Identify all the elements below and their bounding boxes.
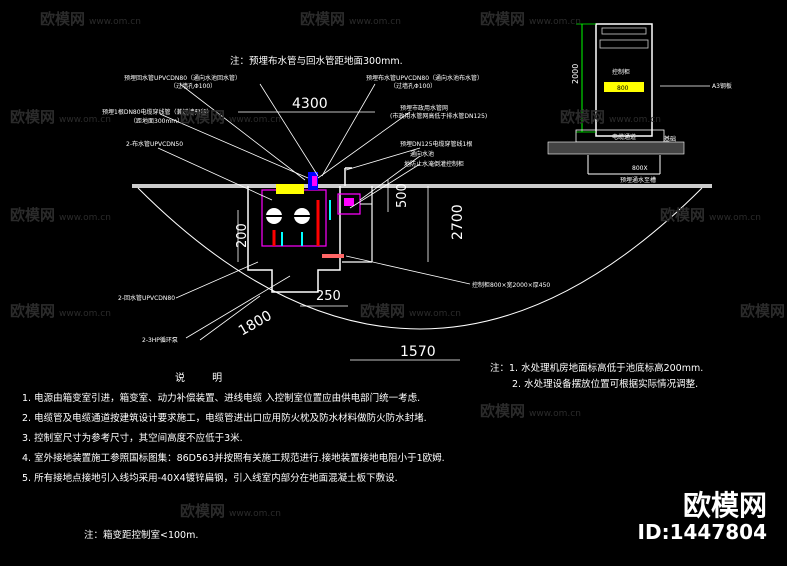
brand-id: ID:1447804 (637, 520, 767, 544)
label-pool-note: 地防止水淹倒灌控制柜 (404, 160, 464, 168)
filter-box (276, 184, 304, 194)
dim-500: 500 (395, 183, 410, 208)
label-conduit: 预埋1根DN80电缆穿线管（兼过墙预留） (102, 108, 213, 116)
right-note-1: 注：1. 水处理机房地面标高低于池底标高200mm. (490, 363, 704, 374)
cabinet-nameplate (604, 82, 644, 92)
valve-magenta (312, 176, 317, 186)
label-supply-pipe: 预埋布水管UPVCDN80（通向水池布水管） (366, 74, 483, 82)
dim-1570: 1570 (400, 344, 436, 360)
dim-2700: 2700 (450, 204, 466, 240)
label-base-size: 800X (632, 165, 648, 172)
label-outlet-pipes: 2-回水管UPVCDN80 (118, 294, 175, 302)
label-cable-conduit: 预埋DN125电缆穿管线1根 (400, 140, 472, 148)
explanation-title: 说 明 (175, 373, 235, 384)
label-cabinet-size: 控制柜800×宽2000×厚450 (472, 281, 550, 289)
explanation-item: 2. 电缆管及电缆通道按建筑设计要求施工，电缆管进出口应用防火枕及防水材料做防火… (22, 413, 427, 424)
label-cabinet-800: 800 (617, 85, 629, 92)
dim-250: 250 (316, 289, 341, 304)
label-trench-note: 预埋通水至槽 (620, 176, 656, 184)
label-conduit-depth: （距地面300mm） (130, 117, 183, 125)
explanation-item: 1. 电源由箱变室引进，箱变室、动力补偿装置、进线电缆 入控制室位置应由供电部门… (22, 393, 421, 404)
top-note: 注：预埋布水管与回水管距地面300mm. (230, 56, 403, 67)
label-supply-sleeve: （过墙孔Φ100） (390, 82, 436, 90)
label-pump: 2-3HP循环泵 (142, 336, 178, 344)
label-control-cabinet: 控制柜 (612, 68, 630, 76)
machine-pit (247, 186, 341, 293)
label-angle-steel: A3钢板 (712, 82, 732, 90)
label-fill-pipe: 预埋市政用水管网 (400, 104, 448, 112)
control-cabinet (595, 23, 653, 137)
dim-2000: 2000 (571, 64, 580, 84)
label-cable-trench: 电缆通道 (612, 133, 636, 141)
pool-arc (137, 187, 703, 330)
bottom-note: 注：箱变距控制室<100m. (84, 530, 199, 541)
label-return-pipe: 预埋回水管UPVCDN80（通向水池回水管） (124, 74, 241, 82)
base-slab (547, 141, 685, 155)
label-to-pool: 通向水池 (410, 150, 434, 158)
explanation-item: 5. 所有接地点接地引入线均采用-40X4镀锌扁钢，引入线室内部分在地面混凝土板… (22, 473, 398, 484)
watermark: 欧模网 (740, 302, 786, 320)
dim-200: 200 (235, 223, 250, 248)
label-fill-note: (市政用水管网高低于排水管DN125) (390, 112, 487, 120)
dim-4300: 4300 (292, 96, 328, 112)
explanation-item: 3. 控制室尺寸为参考尺寸，其空间高度不应低于3米. (22, 433, 243, 444)
dim-1800: 1800 (236, 308, 275, 340)
label-inlet-pipes: 2-布水管UPVCDN50 (126, 140, 183, 148)
explanation-item: 4. 室外接地装置施工参照国标图集：86D563并按照有关施工规范进行.接地装置… (22, 453, 445, 464)
supply-tank (337, 193, 361, 215)
brand-logo: 欧模网 (682, 489, 767, 522)
label-return-sleeve: （过墙孔Φ100） (170, 82, 216, 90)
right-note-2: 2. 水处理设备摆放位置可根据实际情况调整. (512, 379, 699, 390)
label-base: 基础 (664, 135, 676, 143)
